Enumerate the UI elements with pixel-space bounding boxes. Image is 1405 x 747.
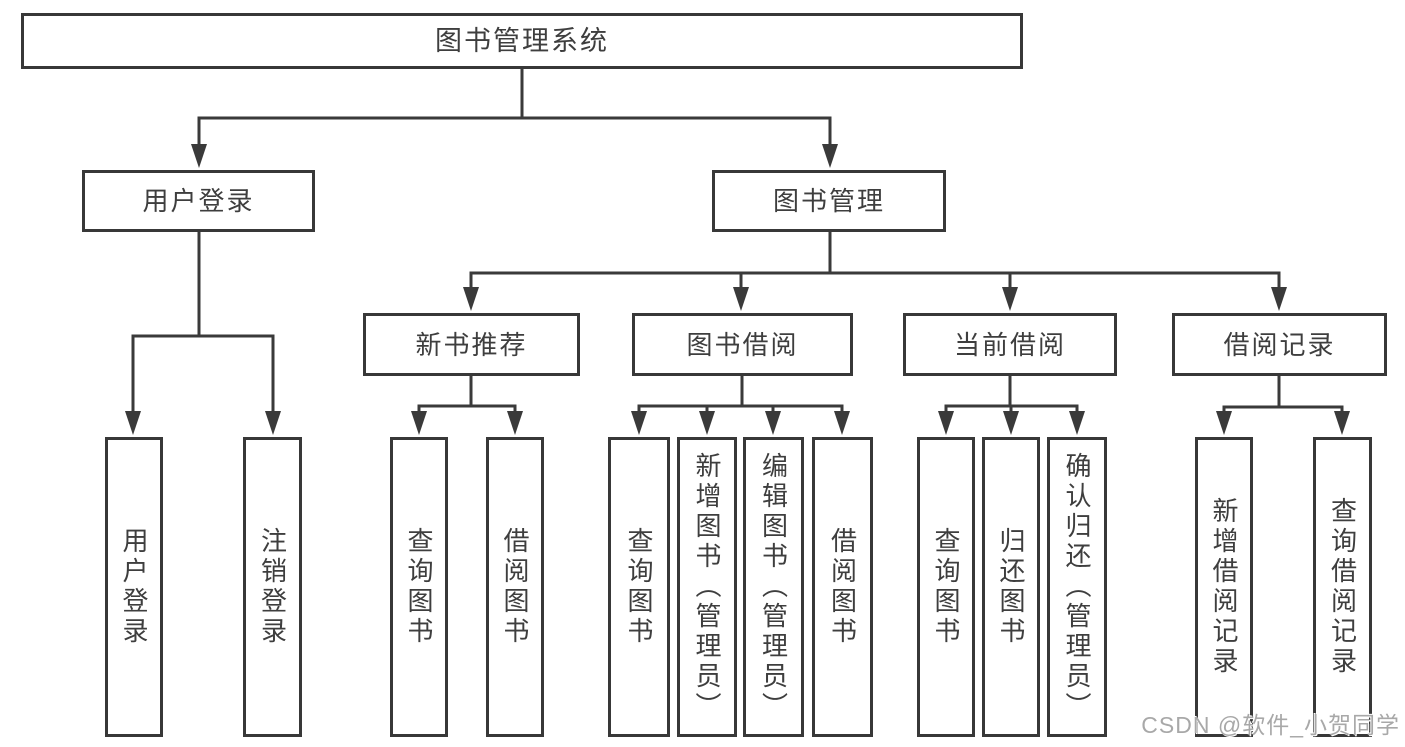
leaf-query-borrow-record: 查询借阅记录 [1313, 437, 1372, 737]
node-user-login: 用户登录 [82, 170, 315, 232]
leaf-borrowing-borrow-books: 借阅图书 [812, 437, 873, 737]
node-current-borrowing: 当前借阅 [903, 313, 1117, 376]
node-borrowing-records: 借阅记录 [1172, 313, 1387, 376]
leaf-return-books: 归还图书 [982, 437, 1040, 737]
leaf-newbooks-borrow-books: 借阅图书 [486, 437, 544, 737]
leaf-confirm-return-admin: 确认归还（管理员） [1047, 437, 1107, 737]
leaf-add-books-admin: 新增图书（管理员） [677, 437, 737, 737]
leaf-current-query-books: 查询图书 [917, 437, 975, 737]
leaf-edit-books-admin: 编辑图书（管理员） [743, 437, 804, 737]
leaf-user-login: 用户登录 [105, 437, 163, 737]
leaf-add-borrow-record: 新增借阅记录 [1195, 437, 1253, 737]
node-new-book-recommendation: 新书推荐 [363, 313, 580, 376]
node-book-management: 图书管理 [712, 170, 946, 232]
node-book-borrowing: 图书借阅 [632, 313, 853, 376]
csdn-watermark: CSDN @软件_小贺同学 [1141, 712, 1400, 738]
leaf-borrowing-query-books: 查询图书 [608, 437, 670, 737]
leaf-newbooks-query-books: 查询图书 [390, 437, 448, 737]
leaf-logout: 注销登录 [243, 437, 302, 737]
node-root-library-management-system: 图书管理系统 [21, 13, 1023, 69]
